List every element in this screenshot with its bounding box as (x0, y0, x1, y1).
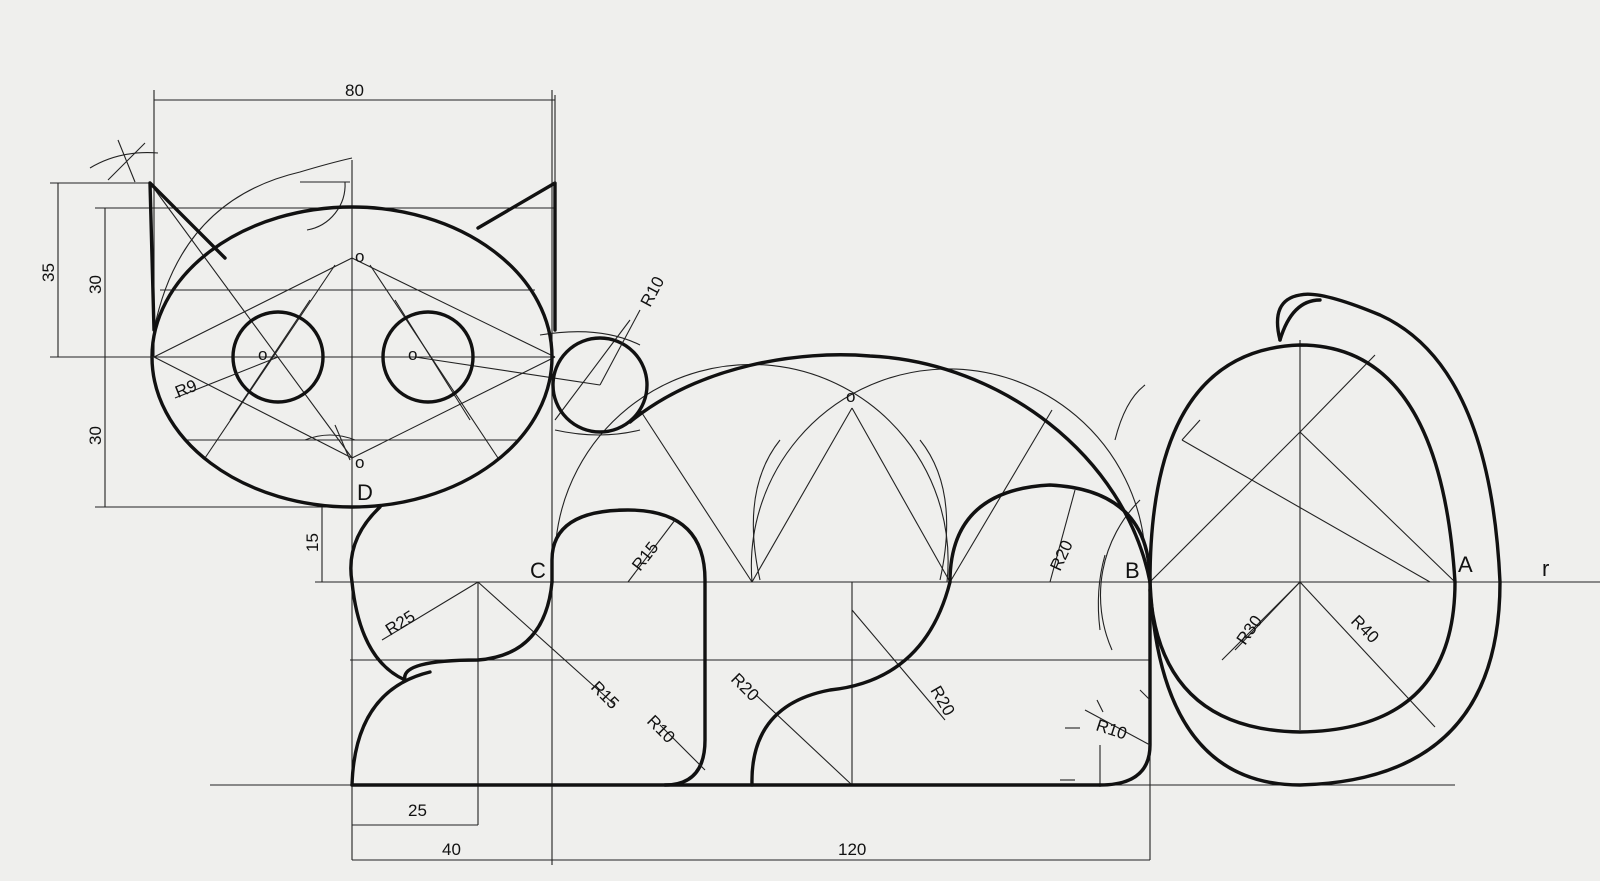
point-b: B (1125, 558, 1140, 583)
point-d: D (357, 480, 373, 505)
dimension-lines (50, 95, 1301, 861)
point-o-head-top: o (355, 247, 364, 266)
point-o-right-eye: o (408, 345, 417, 364)
dim-35: 35 (39, 263, 58, 282)
point-r: r (1542, 556, 1549, 581)
tail-tip (1278, 298, 1322, 342)
dim-120: 120 (838, 840, 866, 859)
radius-r25-chest: R25 (382, 607, 419, 640)
neck-circle (551, 336, 649, 434)
point-o-left-eye: o (258, 345, 267, 364)
point-c: C (530, 558, 546, 583)
radius-r10-neck: R10 (637, 273, 668, 309)
dim-15: 15 (303, 533, 322, 552)
dim-30-bottom: 30 (86, 426, 105, 445)
point-o-body: o (846, 387, 855, 406)
front-leg-arch (550, 508, 707, 787)
hind-leg (750, 580, 952, 787)
point-a: A (1458, 552, 1473, 577)
chest (349, 505, 407, 682)
radius-r20-mid-b: R20 (927, 683, 959, 720)
point-labels: A B C D r o o o o o (258, 247, 1549, 583)
point-o-head-bottom: o (355, 453, 364, 472)
back-paw (1098, 580, 1152, 787)
radius-labels: R9 R10 R15 R25 R15 R10 R20 R20 R20 R10 R… (172, 273, 1382, 746)
construction-lines (50, 90, 1600, 865)
front-paw (350, 670, 432, 787)
front-bump (403, 580, 554, 682)
left-eye (231, 310, 325, 404)
radius-r15-chest: R15 (587, 677, 622, 712)
dim-25: 25 (408, 801, 427, 820)
back-arch (948, 483, 1152, 584)
tail-inner (1148, 343, 1457, 734)
dimension-labels: 80 35 30 30 15 25 40 120 (39, 81, 866, 859)
right-eye (381, 310, 475, 404)
dim-30-top: 30 (86, 275, 105, 294)
radius-r30-tail: R30 (1233, 612, 1266, 648)
radius-r20-back: R20 (1046, 537, 1076, 573)
dim-40: 40 (442, 840, 461, 859)
radius-r10-back: R10 (1094, 716, 1130, 744)
left-ear (148, 181, 227, 332)
radius-r20-mid-a: R20 (727, 669, 762, 704)
dim-80: 80 (345, 81, 364, 100)
tail-outer (1148, 292, 1502, 787)
cat-outline (148, 181, 1502, 787)
radius-r40-tail: R40 (1347, 611, 1382, 646)
right-ear (476, 181, 557, 332)
back-curve (628, 353, 1152, 584)
radius-r10-front: R10 (643, 711, 678, 746)
